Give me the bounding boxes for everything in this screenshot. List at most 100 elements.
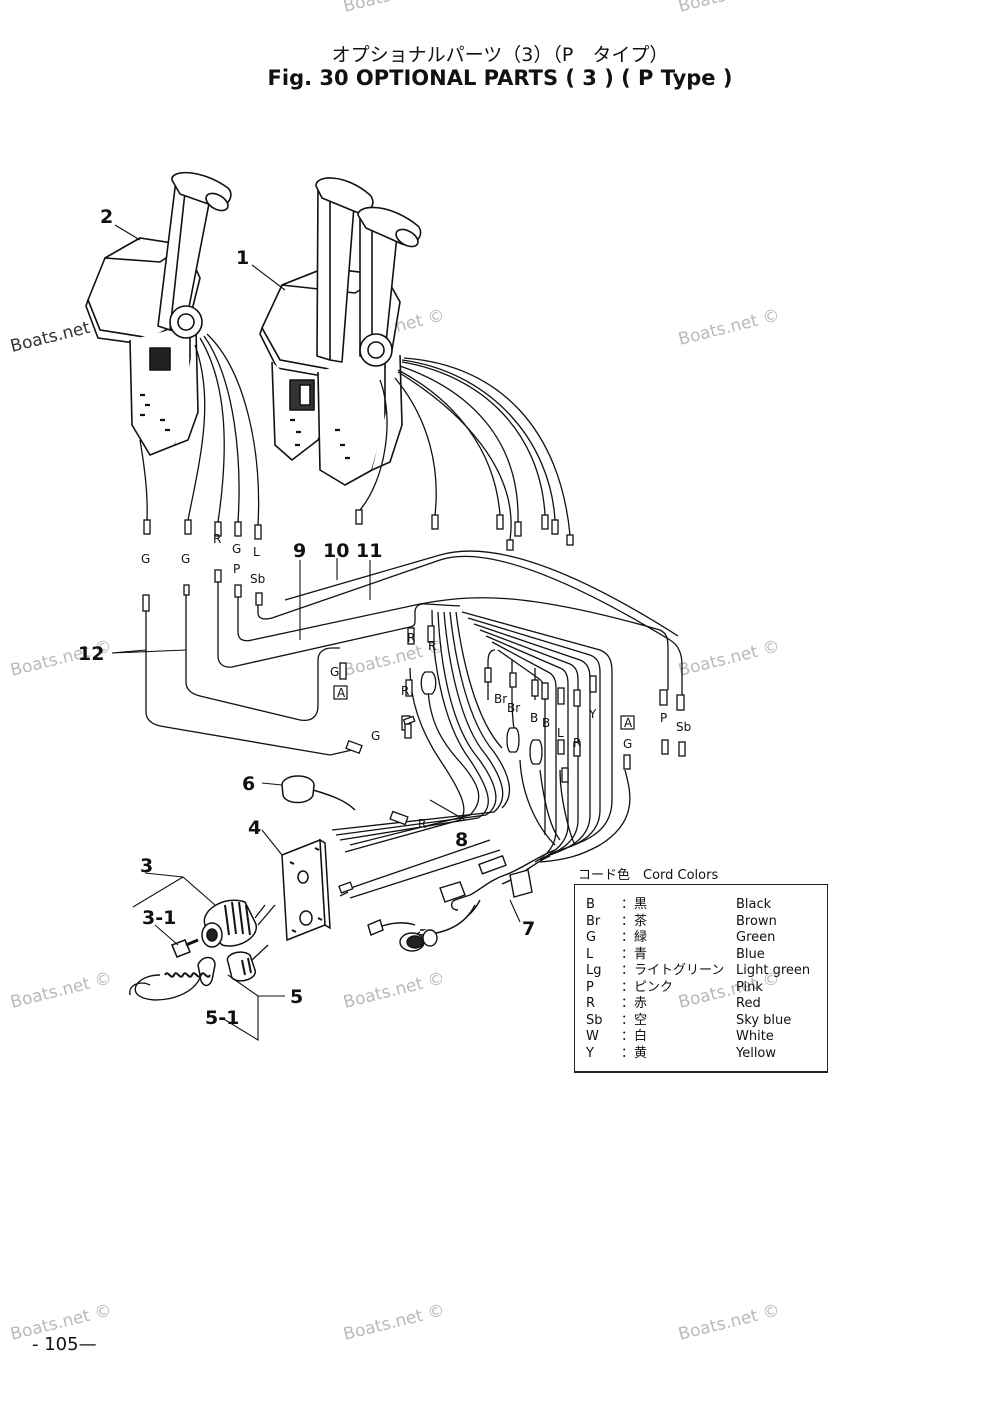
legend-english: Pink (736, 979, 763, 995)
wire-label: G (330, 665, 339, 679)
legend-row: B ：黒 Black (575, 897, 827, 914)
wire-label: B (530, 711, 538, 725)
connector-label-a-right: A (624, 716, 633, 730)
legend-japanese: ：ピンク (621, 979, 674, 995)
legend-code: W (586, 1029, 599, 1044)
callout-leader-lines (111, 224, 521, 1041)
watermark: Boats.net © (676, 1300, 781, 1344)
lower-harness-wires (339, 839, 501, 899)
watermark: Boats.net © (676, 305, 781, 349)
wire-label: Br (507, 701, 520, 715)
emergency-stop-switch (197, 944, 269, 987)
cable-ends (142, 569, 263, 612)
legend-japanese: ：黒 (621, 897, 648, 912)
cord-colors-legend-title: コード色 Cord Colors (578, 868, 719, 883)
main-switch (201, 899, 276, 948)
legend-english: Black (736, 897, 772, 912)
wire-label: R (573, 736, 581, 750)
wire-label: Sb (676, 720, 691, 734)
legend-english: White (736, 1029, 774, 1044)
callout-4: 4 (248, 817, 261, 839)
lower-harness-plug (338, 881, 354, 894)
legend-japanese: ：赤 (621, 996, 648, 1011)
wire-label: Y (588, 707, 597, 721)
legend-english: Red (736, 996, 761, 1011)
wire-label: L (253, 545, 260, 559)
legend-code: Y (586, 1045, 594, 1061)
legend-code: R (586, 996, 596, 1011)
callout-12: 12 (78, 643, 104, 665)
dual-lever-remote-control (259, 177, 422, 486)
legend-english: Brown (736, 913, 777, 929)
main-harness-connector (367, 849, 556, 952)
wire-label: Sb (250, 572, 265, 586)
connector-label-a-left: A (337, 686, 346, 700)
watermark: Boats.net © (676, 636, 781, 680)
callout-3-1: 3-1 (142, 907, 176, 929)
legend-english: Sky blue (736, 1012, 792, 1028)
lanyard-cord (129, 972, 211, 1001)
single-lever-remote-control (85, 171, 232, 456)
legend-japanese: ：茶 (621, 913, 648, 929)
legend-code: Lg (586, 963, 602, 978)
wire-label: R (418, 817, 426, 831)
figure-title-japanese: オプショナルパーツ（3）（P タイプ） (331, 44, 669, 66)
harness-connectors (345, 625, 597, 826)
wire-label: P (660, 711, 667, 725)
cord-colors-legend: B ：黒 Black Br ：茶 Brown G ：緑 Green L ：青 B… (574, 884, 828, 1073)
wire-label: G (371, 729, 380, 743)
legend-code: Sb (586, 1012, 603, 1028)
wire-label: P (233, 562, 240, 576)
watermark: Boats.net © (676, 0, 781, 17)
wire-label: R (213, 532, 221, 546)
wire-label: Br (494, 692, 507, 706)
legend-english: Light green (736, 963, 811, 978)
wire-label: G (232, 542, 241, 556)
legend-row: Y ：黄 Yellow (575, 1046, 827, 1063)
wire-label: L (557, 726, 564, 740)
callout-5: 5 (290, 986, 303, 1008)
watermark: Boats.net © (8, 968, 113, 1012)
legend-japanese: ：ライトグリーン (621, 963, 725, 978)
wire-label: G (181, 552, 190, 566)
extension-cables (145, 550, 683, 756)
legend-japanese: ：空 (621, 1012, 648, 1028)
extension-cable-connectors (339, 662, 686, 770)
legend-row: R ：赤 Red (575, 996, 827, 1013)
callout-3: 3 (140, 855, 153, 877)
callout-5-1: 5-1 (205, 1007, 239, 1029)
legend-code: L (586, 946, 594, 962)
callout-9: 9 (293, 540, 306, 562)
callout-11: 11 (356, 540, 382, 562)
legend-japanese: ：白 (621, 1029, 648, 1044)
wire-label: R (401, 684, 409, 698)
legend-japanese: ：青 (621, 946, 648, 962)
legend-code: Br (586, 913, 601, 929)
watermark: Boats.net © (341, 1300, 446, 1344)
legend-row: Br ：茶 Brown (575, 914, 827, 931)
legend-row: P ：ピンク Pink (575, 980, 827, 997)
wire-label: G (623, 737, 632, 751)
legend-code: P (586, 979, 594, 995)
legend-row: Sb ：空 Sky blue (575, 1013, 827, 1030)
wire-end-terminals (143, 509, 574, 551)
legend-code: G (586, 930, 597, 945)
watermark: Boats.net © (341, 0, 446, 17)
wire-label: B (542, 716, 550, 730)
wire-label: R (428, 639, 436, 653)
remote-control-lead-wires (139, 333, 571, 541)
connector-box-a-right (620, 715, 635, 730)
callout-1: 1 (236, 247, 249, 269)
page-number: - 105— (32, 1334, 97, 1355)
connector-box-a-left (333, 685, 348, 700)
legend-english: Yellow (736, 1045, 777, 1061)
legend-english: Green (736, 930, 776, 945)
legend-japanese: ：緑 (621, 930, 648, 945)
watermark: Boats.net © (341, 968, 446, 1012)
buzzer (281, 775, 356, 811)
legend-english: Blue (736, 946, 765, 962)
callout-6: 6 (242, 773, 255, 795)
legend-code: B (586, 897, 595, 912)
legend-row: W ：白 White (575, 1029, 827, 1046)
legend-row: L ：青 Blue (575, 947, 827, 964)
